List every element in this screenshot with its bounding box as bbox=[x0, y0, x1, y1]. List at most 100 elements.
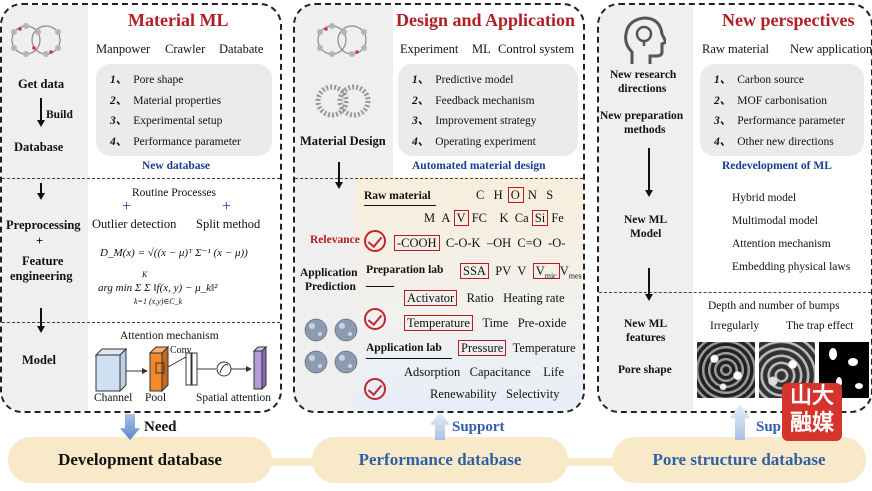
separator bbox=[2, 322, 280, 323]
panel2-list bbox=[398, 64, 578, 156]
prep-methods-label-1: New preparation bbox=[600, 110, 684, 122]
feature-label: Feature bbox=[22, 254, 64, 268]
support-arrow bbox=[730, 404, 750, 440]
source-ml: ML bbox=[472, 42, 491, 56]
build-label: Build bbox=[46, 109, 73, 121]
material-design-label: Material Design bbox=[300, 134, 386, 148]
list-item: 2、Feedback mechanism bbox=[412, 95, 535, 107]
app-pred-label-2: Prediction bbox=[305, 281, 356, 293]
list-item: 2、MOF carbonisation bbox=[714, 95, 828, 107]
arrow-head bbox=[645, 190, 653, 197]
left-column bbox=[599, 5, 693, 411]
pool-label: Pool bbox=[145, 392, 167, 404]
elements-row1: C H O N S bbox=[476, 187, 555, 203]
panel2-caption: Automated material design bbox=[412, 160, 546, 172]
list-item: 2、Material properties bbox=[110, 95, 222, 107]
irregular-label: Irregularly bbox=[710, 320, 760, 332]
support-label: Support bbox=[452, 419, 505, 435]
check-icon bbox=[364, 308, 386, 330]
pore-shape-label: Pore shape bbox=[618, 364, 672, 376]
arrow-shaft bbox=[40, 98, 42, 122]
kmeans-formula: arg min Σ Σ ‖f(x, y) − μ_k‖² bbox=[98, 282, 218, 294]
raw-material-label: Raw material bbox=[364, 190, 431, 202]
mof-ring-icon bbox=[315, 84, 371, 118]
arrow-shaft bbox=[40, 183, 42, 195]
list-item: 3、Experimental setup bbox=[110, 115, 223, 127]
app-row3: Renewability Selectivity bbox=[430, 387, 560, 401]
plus-icon: + bbox=[122, 198, 132, 215]
support-label: Sup bbox=[756, 419, 782, 435]
prep-methods-label-2: methods bbox=[624, 124, 666, 136]
source-databate: Databate bbox=[219, 42, 264, 56]
performance-database-pill: Performance database bbox=[312, 437, 568, 483]
arrow-head bbox=[37, 193, 45, 200]
list-item: 4、Operating experiment bbox=[412, 136, 536, 148]
app-lab-arrow bbox=[366, 358, 452, 359]
kmeans-sup: K bbox=[142, 270, 148, 279]
relevance-label: Relevance bbox=[310, 234, 360, 246]
model-item: Embedding physical laws bbox=[732, 261, 851, 273]
source-raw-material: Raw material bbox=[702, 42, 769, 56]
model-item: Multimodal model bbox=[732, 215, 818, 227]
model-item: Hybrid model bbox=[732, 192, 797, 204]
panel3-title: New perspectives bbox=[722, 10, 855, 30]
app-row2: Adsorption Capacitance Life bbox=[404, 365, 565, 379]
functional-groups: -COOH C-O-K –OH C=O -O- bbox=[394, 235, 565, 251]
plus-label: + bbox=[36, 234, 44, 248]
mof-particles-image bbox=[304, 318, 358, 374]
source-new-application: New application bbox=[790, 42, 872, 56]
elements-row2: M A V FC K Ca Si Fe bbox=[424, 210, 564, 226]
arrow-head bbox=[37, 120, 45, 127]
source-manpower: Manpower bbox=[96, 42, 151, 56]
conv-label: Conv bbox=[170, 345, 192, 356]
app-pred-label-1: Application bbox=[300, 267, 358, 279]
arrow-shaft bbox=[40, 308, 42, 328]
plus-icon: + bbox=[222, 198, 232, 215]
prediction-arrow bbox=[366, 286, 394, 287]
outlier-label: Outlier detection bbox=[92, 217, 177, 231]
split-label: Split method bbox=[196, 217, 261, 231]
model-item: Attention mechanism bbox=[732, 238, 831, 250]
arrow-shaft bbox=[648, 148, 650, 192]
watermark-logo: 山大 融媒 bbox=[782, 383, 842, 441]
ml-model-label-1: New ML bbox=[624, 214, 668, 226]
panel2-title: Design and Application bbox=[396, 10, 576, 30]
prep-lab-label: Preparation lab bbox=[366, 264, 444, 276]
need-label: Need bbox=[144, 419, 177, 435]
app-lab-label: Application lab bbox=[366, 342, 442, 354]
list-item: 1、Pore shape bbox=[110, 74, 184, 86]
list-item: 4、Other new directions bbox=[714, 136, 834, 148]
panel1-caption: New database bbox=[142, 160, 211, 172]
support-arrow bbox=[430, 412, 450, 440]
routine-label: Routine Processes bbox=[132, 187, 217, 199]
list-item: 3、Performance parameter bbox=[714, 115, 845, 127]
research-label-1: New research bbox=[610, 69, 677, 81]
mof-crystal-icon bbox=[317, 23, 367, 57]
spatial-attention-label: Spatial attention bbox=[196, 392, 272, 404]
attention-diagram bbox=[94, 345, 268, 393]
panel1-list bbox=[96, 64, 272, 156]
prep-row3: Temperature Time Pre-oxide bbox=[404, 315, 566, 331]
attention-label: Attention mechanism bbox=[120, 330, 219, 342]
panel1-title: Material ML bbox=[128, 10, 229, 30]
raw-arrow bbox=[364, 205, 436, 206]
bumps-label: Depth and number of bumps bbox=[708, 300, 840, 312]
prep-row2: Activator Ratio Heating rate bbox=[404, 290, 565, 306]
arrow-head bbox=[645, 294, 653, 301]
research-label-2: directions bbox=[618, 83, 667, 95]
arrow-head bbox=[335, 182, 343, 189]
head-idea-icon bbox=[624, 16, 666, 64]
mahalanobis-formula: D_M(x) = √((x − μ)ᵀ Σ⁻¹ (x − μ)) bbox=[100, 247, 248, 259]
watermark-line2: 融媒 bbox=[789, 411, 834, 436]
list-item: 3、Improvement strategy bbox=[412, 115, 537, 127]
trap-label: The trap effect bbox=[786, 320, 854, 332]
separator bbox=[295, 178, 583, 179]
separator bbox=[599, 292, 871, 293]
need-arrow bbox=[120, 414, 140, 440]
kmeans-sub: k=1 (x,y)∈C_k bbox=[134, 297, 183, 306]
pore-structure-database-pill: Pore structure database bbox=[612, 437, 866, 483]
panel3-caption: Redevelopment of ML bbox=[722, 160, 832, 172]
arrow-head bbox=[37, 326, 45, 333]
arrow-shaft bbox=[338, 162, 340, 184]
